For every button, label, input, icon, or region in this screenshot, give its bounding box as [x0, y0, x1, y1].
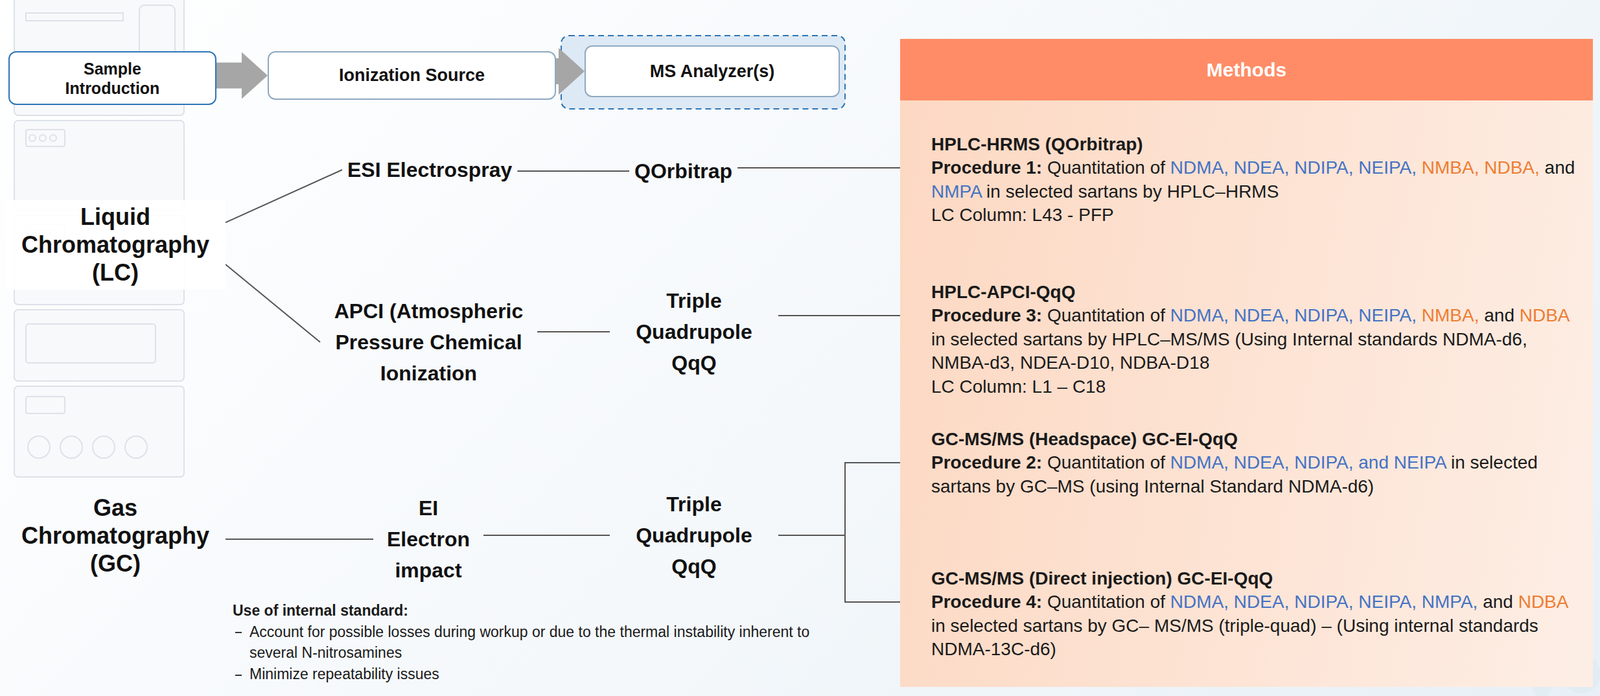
node-text: Sample Introduction	[49, 58, 175, 98]
node-text: QOrbitrap	[634, 159, 733, 183]
node-text: Procedure 4:	[931, 591, 1043, 612]
note-text: Minimize repeatability issues	[249, 665, 440, 683]
node-text: and	[1482, 591, 1514, 612]
methods-panel: MethodsHPLC-HRMS (QOrbitrap)Procedure 1:…	[900, 38, 1593, 687]
connector	[778, 535, 911, 603]
analyzer-label: Triple Quadrupole QqQ	[609, 487, 779, 584]
connector	[225, 264, 321, 343]
node-text: NDMA, NDEA, NDIPA, NEIPA,	[1170, 305, 1417, 326]
node-text: Procedure 3:	[931, 305, 1043, 326]
ionization-label: APCI (Atmospheric Pressure Chemical Ioni…	[320, 294, 538, 391]
node-text: NDMA, NDEA, NDIPA, NEIPA,	[1170, 157, 1417, 178]
note-text: Account for possible losses during worku…	[249, 623, 810, 662]
technique-label: Liquid Chromatography (LC)	[5, 200, 226, 290]
connector	[517, 170, 630, 172]
method-entry: GC-MS/MS (Headspace) GC-EI-QqQProcedure …	[910, 427, 1585, 499]
node-text: Methods	[1206, 58, 1287, 82]
node-text: Quantitation of	[1047, 452, 1166, 473]
node-text: NMBA,	[1421, 157, 1480, 178]
node-text: Gas Chromatography (GC)	[21, 494, 210, 577]
node-text: EI Electron impact	[386, 496, 470, 582]
node-text: HPLC-APCI-QqQ	[931, 280, 1578, 304]
connector	[225, 169, 343, 223]
connector	[737, 167, 911, 169]
analyzer-label: Triple Quadrupole QqQ	[609, 283, 779, 380]
note-item: Minimize repeatability issues	[232, 663, 842, 685]
node-text: GC-MS/MS (Headspace) GC-EI-QqQ	[931, 427, 1578, 452]
analyzer-label: QOrbitrap	[629, 154, 738, 188]
panel-header: Methods	[900, 38, 1593, 101]
technique-label: Gas Chromatography (GC)	[5, 491, 226, 581]
connector	[556, 47, 585, 95]
node-text: Ionization Source	[338, 64, 485, 86]
note-heading: Use of internal standard:	[232, 600, 842, 622]
node-text: Triple Quadrupole QqQ	[635, 289, 753, 375]
node-text: NDMA, NDEA, NDIPA, and NEIPA	[1170, 452, 1446, 473]
node-text: in selected sartans by HPLC–MS/MS (Using…	[931, 329, 1528, 373]
note-item: Account for possible losses during worku…	[232, 621, 842, 664]
method-entry: HPLC-APCI-QqQProcedure 3: Quantitation o…	[910, 280, 1585, 399]
node-text: LC Column: L1 – C18	[931, 375, 1578, 399]
node-text: and	[1484, 305, 1515, 326]
method-entry: GC-MS/MS (Direct injection) GC-EI-QqQPro…	[910, 567, 1585, 662]
ionization-label: EI Electron impact	[373, 491, 484, 588]
bullet-dash	[235, 631, 242, 634]
node-text: in selected sartans by HPLC–HRMS	[986, 181, 1279, 202]
node-text: NMBA,	[1421, 305, 1480, 326]
connector	[537, 331, 610, 333]
node-text: in selected sartans by GC– MS/MS (triple…	[931, 615, 1539, 660]
node-text: ESI Electrospray	[347, 158, 512, 182]
node-text: NMPA	[931, 181, 982, 202]
node-text: GC-MS/MS (Direct injection) GC-EI-QqQ	[931, 567, 1578, 591]
node-text: MS Analyzer(s)	[649, 60, 776, 82]
stage-box: Sample Introduction	[8, 51, 217, 105]
connector	[778, 462, 911, 536]
connector	[225, 538, 374, 540]
ionization-label: ESI Electrospray	[342, 152, 518, 187]
node-text: NMPA,	[1421, 591, 1479, 612]
node-text: NDBA	[1518, 591, 1568, 612]
stage-box: MS Analyzer(s)	[584, 45, 840, 98]
node-text: Quantitation of	[1047, 305, 1166, 326]
node-text: APCI (Atmospheric Pressure Chemical Ioni…	[334, 299, 524, 385]
bullet-dash	[235, 674, 242, 676]
connector	[778, 314, 911, 317]
node-text: and	[1544, 157, 1576, 178]
analyzer-region	[561, 35, 846, 109]
method-entry: HPLC-HRMS (QOrbitrap)Procedure 1: Quanti…	[910, 132, 1585, 228]
notes: Use of internal standard:Account for pos…	[232, 600, 842, 685]
node-text: Quantitation of	[1047, 157, 1166, 178]
node-text: HPLC-HRMS (QOrbitrap)	[931, 132, 1578, 157]
connector	[216, 52, 268, 100]
connector	[483, 534, 610, 536]
node-text: Quantitation of	[1047, 591, 1166, 612]
node-text: LC Column: L43 - PFP	[931, 203, 1578, 227]
node-text: Procedure 1:	[931, 157, 1043, 178]
node-text: NDBA,	[1484, 157, 1540, 178]
node-text: Liquid Chromatography (LC)	[21, 203, 210, 286]
node-text: NDBA	[1519, 305, 1569, 326]
node-text: Procedure 2:	[931, 452, 1043, 473]
stage-box: Ionization Source	[267, 51, 557, 100]
node-text: Triple Quadrupole QqQ	[635, 492, 753, 579]
node-text: NDMA, NDEA, NDIPA, NEIPA,	[1170, 591, 1417, 612]
